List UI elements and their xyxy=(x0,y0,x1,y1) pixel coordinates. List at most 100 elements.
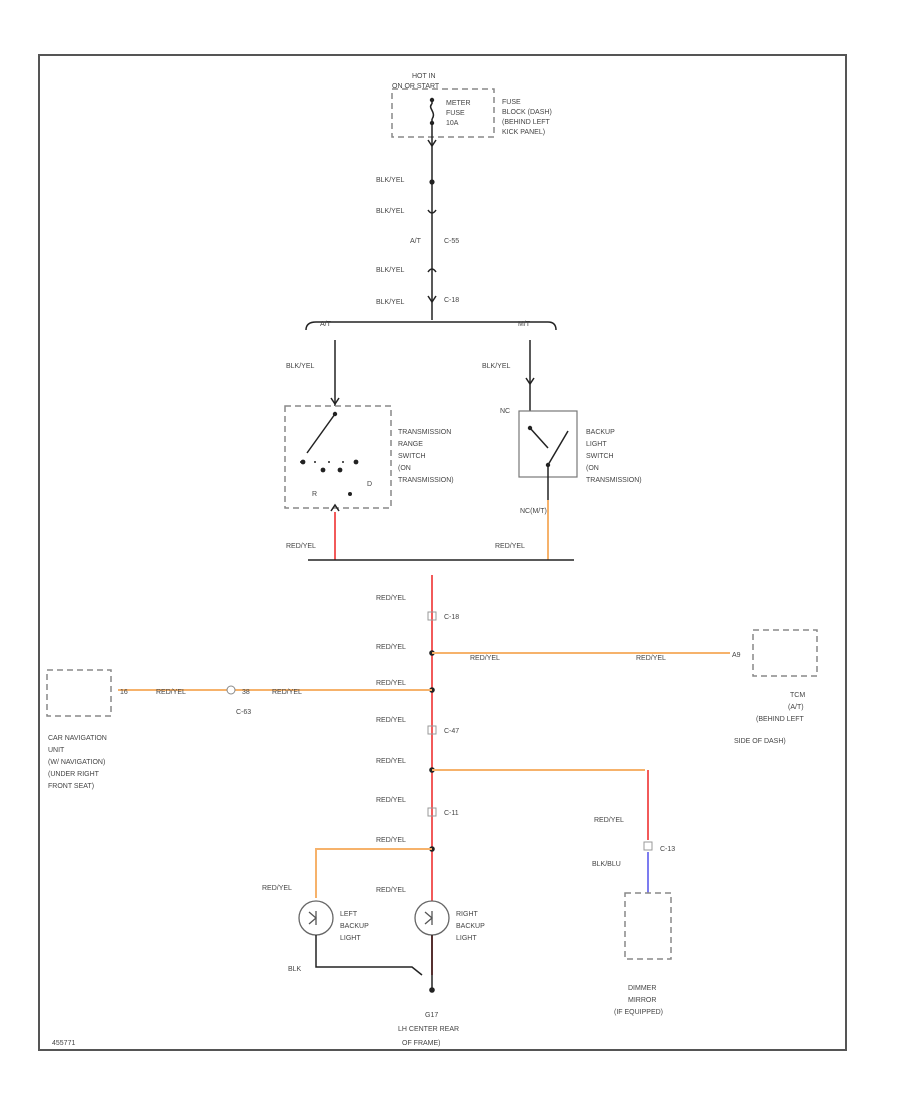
ground-line-1: LH CENTER REAR xyxy=(398,1026,459,1033)
ground-line-2: OF FRAME) xyxy=(402,1040,441,1047)
mirror-line-3: (IF EQUIPPED) xyxy=(614,1009,663,1016)
hot-label: HOT IN xyxy=(412,73,436,80)
left-lamp-feed xyxy=(315,848,432,898)
right-switch-connector xyxy=(525,377,535,386)
fuse-curve xyxy=(429,103,435,120)
upper-wire-1-label: BLK/YEL xyxy=(376,177,405,184)
range-switch-box xyxy=(284,405,392,509)
nav-wire-2-label: RED/YEL xyxy=(272,689,302,696)
footer-code: 455771 xyxy=(52,1040,75,1047)
backup-switch-blade-1 xyxy=(529,427,549,449)
range-contact-2 xyxy=(320,467,326,473)
tcm-line-2: (A/T) xyxy=(788,704,804,711)
tcm-line-1: TCM xyxy=(790,692,805,699)
trunk-wire-5-label: RED/YEL xyxy=(376,758,406,765)
range-switch-line-3: SWITCH xyxy=(398,453,426,460)
nav-line-1: CAR NAVIGATION xyxy=(48,735,107,742)
range-switch-blade xyxy=(306,413,336,454)
range-switch-line-2: RANGE xyxy=(398,441,423,448)
trunk-wire-3-label: RED/YEL xyxy=(376,680,406,687)
trunk-wire-1-label: RED/YEL xyxy=(376,595,406,602)
tcm-line-3: (BEHIND LEFT xyxy=(756,716,805,723)
backup-switch-line-3: SWITCH xyxy=(586,453,614,460)
fuse-block-line-3: (BEHIND LEFT xyxy=(502,119,551,126)
range-contact-4 xyxy=(353,459,359,465)
nav-box xyxy=(46,669,112,717)
upper-splice-dot xyxy=(429,179,435,185)
left-lamp-line-1: LEFT xyxy=(340,911,358,918)
nav-pin-2-label: 38 xyxy=(242,689,250,696)
trunk-wire-4-label: RED/YEL xyxy=(376,717,406,724)
left-switch-out-wire: RED/YEL xyxy=(286,543,316,550)
tcm-wire-1-label: RED/YEL xyxy=(470,655,500,662)
c13-label: C-13 xyxy=(660,846,675,853)
backup-switch-line-5: TRANSMISSION) xyxy=(586,477,642,484)
split-bar xyxy=(305,321,557,331)
trunk-wire-8-label: RED/YEL xyxy=(376,887,406,894)
tcm-pin-label: A9 xyxy=(732,652,741,659)
tcm-box xyxy=(752,629,818,677)
fuse-block-line-4: KICK PANEL) xyxy=(502,129,545,136)
backup-switch-line-4: (ON xyxy=(586,465,599,472)
fuse-block-line-2: BLOCK (DASH) xyxy=(502,109,552,116)
split-mt-label: M/T xyxy=(518,321,531,328)
range-contact-3 xyxy=(337,467,343,473)
c47-connector xyxy=(427,725,437,735)
tcm-line-4: SIDE OF DASH) xyxy=(734,738,786,745)
backup-switch-nc-mt: NC(M/T) xyxy=(520,508,547,515)
right-switch-in-wire: BLK/YEL xyxy=(482,363,511,370)
trunk-wire-7-label: RED/YEL xyxy=(376,837,406,844)
fuse-amp-label: 10A xyxy=(446,120,459,127)
c11-label: C-11 xyxy=(444,810,459,817)
backup-switch-line-1: BACKUP xyxy=(586,429,615,436)
nav-connector xyxy=(226,685,236,695)
right-lamp-line-2: BACKUP xyxy=(456,923,485,930)
backup-switch-blade-2 xyxy=(547,430,569,466)
left-switch-in-wire: BLK/YEL xyxy=(286,363,315,370)
range-switch-line-5: TRANSMISSION) xyxy=(398,477,454,484)
left-lamp-wire-label: RED/YEL xyxy=(262,885,292,892)
range-contact-1 xyxy=(300,459,306,465)
c18-upper-connector xyxy=(427,295,437,304)
left-lamp-filament xyxy=(308,911,317,925)
hot-sub-label: ON OR START xyxy=(392,83,440,90)
backup-switch-nc: NC xyxy=(500,408,510,415)
ground-id-label: G17 xyxy=(425,1012,438,1019)
trunk-wire-2-label: RED/YEL xyxy=(376,644,406,651)
fuse-name-label: METER xyxy=(446,100,471,107)
c11-connector xyxy=(427,807,437,817)
c18-lower-label: C-18 xyxy=(444,614,459,621)
right-lamp-line-1: RIGHT xyxy=(456,911,479,918)
mirror-wire-1-label: RED/YEL xyxy=(594,817,624,824)
c18-lower-connector xyxy=(427,611,437,621)
backup-switch-line-2: LIGHT xyxy=(586,441,607,448)
left-lamp-line-2: BACKUP xyxy=(340,923,369,930)
range-pos-r: R xyxy=(312,491,317,498)
mirror-wire-2-label: BLK/BLU xyxy=(592,861,621,868)
c13-connector xyxy=(643,841,653,851)
trunk-wire-6-label: RED/YEL xyxy=(376,797,406,804)
fuse-word-label: FUSE xyxy=(446,110,465,117)
nav-conn-label: C-63 xyxy=(236,709,251,716)
upper-wire-3-label: BLK/YEL xyxy=(376,267,405,274)
upper-wire-4-label: BLK/YEL xyxy=(376,299,405,306)
range-pos-d: D xyxy=(367,481,372,488)
range-switch-out-connector xyxy=(330,503,340,512)
range-contact-5 xyxy=(348,492,352,496)
nav-pin-1-label: 16 xyxy=(120,689,128,696)
ground-dot xyxy=(429,987,435,993)
nav-line-3: (W/ NAVIGATION) xyxy=(48,759,105,766)
nav-line-4: (UNDER RIGHT xyxy=(48,771,100,778)
nav-line-2: UNIT xyxy=(48,747,65,754)
left-switch-connector xyxy=(330,397,340,406)
left-lamp-ground-wire xyxy=(315,935,423,976)
right-lamp-line-3: LIGHT xyxy=(456,935,477,942)
mirror-box xyxy=(624,892,672,960)
ground-wire-label: BLK xyxy=(288,966,302,973)
upper-wire-2-label: BLK/YEL xyxy=(376,208,405,215)
tcm-wire-2-label: RED/YEL xyxy=(636,655,666,662)
c55-connector-top xyxy=(427,209,437,214)
nav-line-5: FRONT SEAT) xyxy=(48,783,94,790)
split-at-label: A/T xyxy=(320,321,332,328)
